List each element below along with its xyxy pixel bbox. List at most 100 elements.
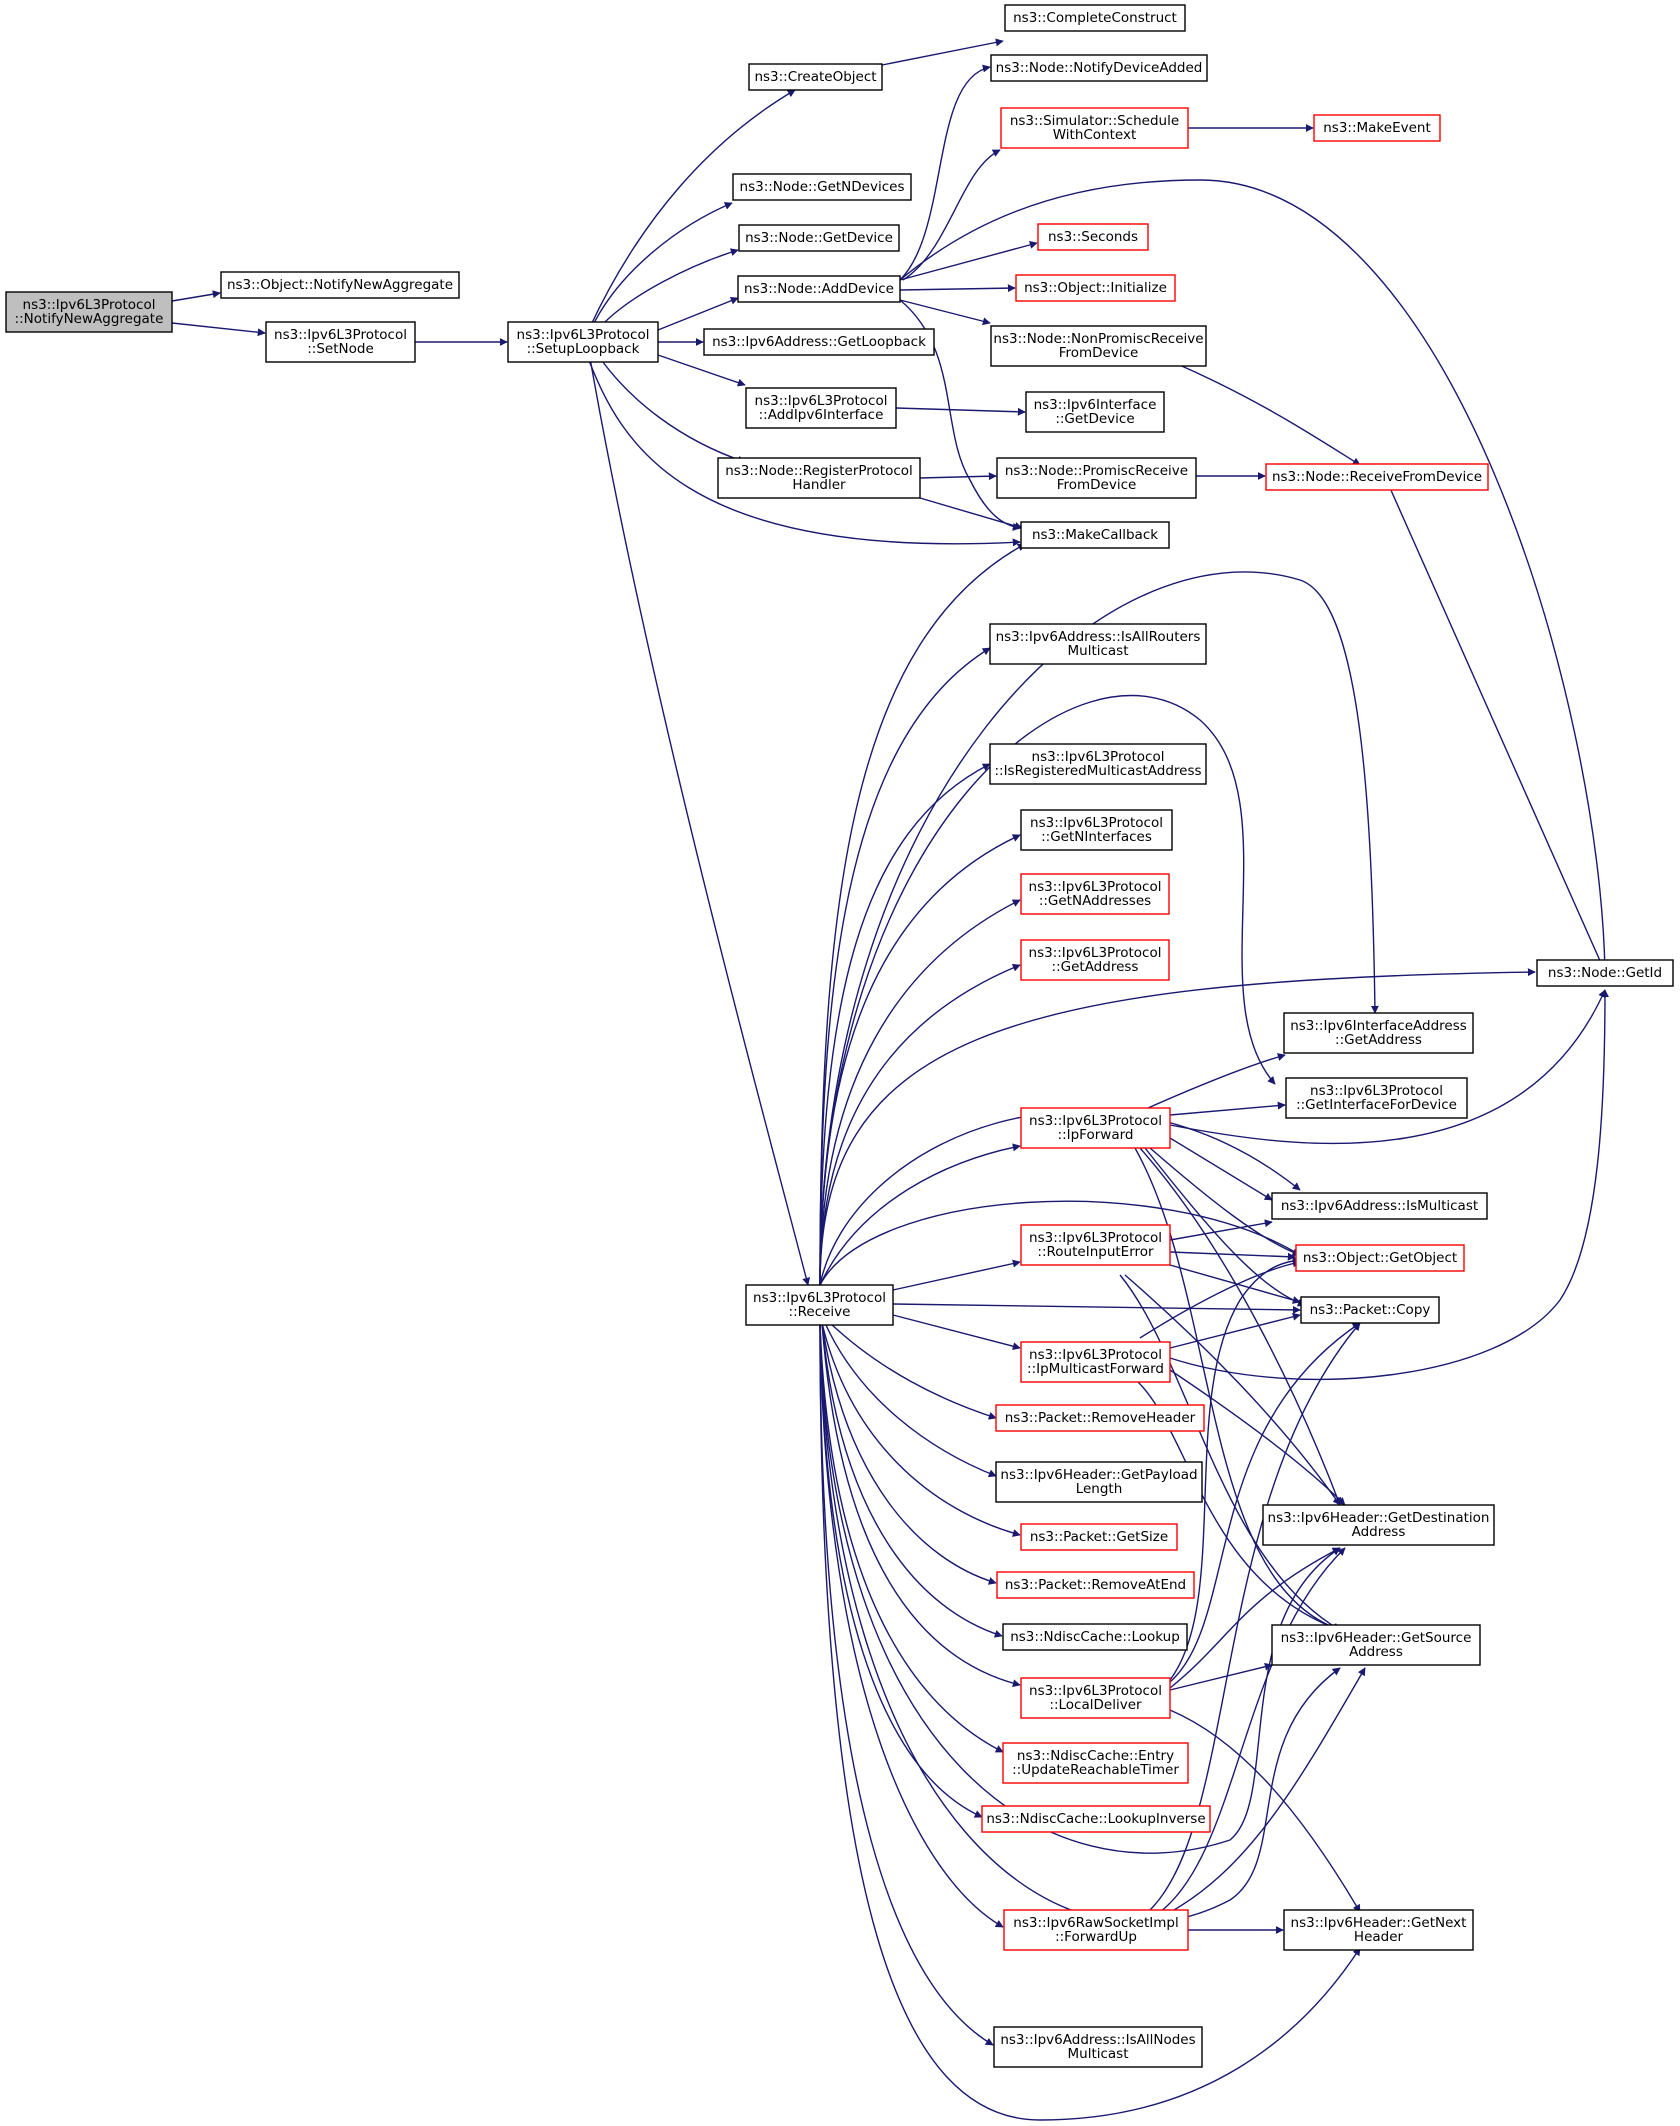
node-ipv6l3protocol-getaddress[interactable]: ns3::Ipv6L3Protocol::GetAddress xyxy=(1020,939,1170,981)
edge-ipforward-to-copy xyxy=(1144,1147,1306,1307)
edge-receive-to-getpayloadlength xyxy=(824,1322,997,1478)
node-ipv6l3protocol-setnode[interactable]: ns3::Ipv6L3Protocol::SetNode xyxy=(265,321,416,363)
edge-receive-to-ipmulticastforward xyxy=(892,1314,1021,1351)
node-ipv6interfaceaddress-getaddress[interactable]: ns3::Ipv6InterfaceAddress::GetAddress xyxy=(1283,1012,1474,1054)
edges xyxy=(171,38,1609,2121)
node-label-line: ::GetNAddresses xyxy=(1039,893,1151,909)
node-object-notifynewaggregate[interactable]: ns3::Object::NotifyNewAggregate xyxy=(220,271,460,299)
edge-receive-to-localdeliver xyxy=(821,1322,1021,1688)
node-ipv6l3protocol-setuploopback[interactable]: ns3::Ipv6L3Protocol::SetupLoopback xyxy=(507,321,659,363)
node-packet-getsize[interactable]: ns3::Packet::GetSize xyxy=(1020,1523,1178,1551)
node-ndisccache-lookup[interactable]: ns3::NdiscCache::Lookup xyxy=(1002,1623,1188,1651)
edge-receive-to-isallroutersmulticast xyxy=(819,647,991,1286)
edge-ipmulticastforward-to-getobject xyxy=(1139,1259,1301,1339)
edge-receive-to-removeatend xyxy=(821,1322,997,1585)
node-ipv6l3protocol-routeinputerror[interactable]: ns3::Ipv6L3Protocol::RouteInputError xyxy=(1020,1224,1171,1266)
node-label-line: ns3::Packet::Copy xyxy=(1310,1302,1431,1318)
node-ipv6rawsocketimpl-forwardup[interactable]: ns3::Ipv6RawSocketImpl::ForwardUp xyxy=(1003,1909,1189,1951)
node-ipv6l3protocol-addipv6interface[interactable]: ns3::Ipv6L3Protocol::AddIpv6Interface xyxy=(745,387,897,429)
node-ipv6l3protocol-ipmulticastforward[interactable]: ns3::Ipv6L3Protocol::IpMulticastForward xyxy=(1020,1341,1171,1383)
node-node-receivefromdevice[interactable]: ns3::Node::ReceiveFromDevice xyxy=(1265,463,1489,491)
node-label-line: WithContext xyxy=(1053,127,1137,143)
edge-forwardup-to-copy xyxy=(1149,1322,1361,1911)
node-label-line: ns3::Node::PromiscReceive xyxy=(1005,463,1188,479)
node-box xyxy=(1002,1742,1189,1784)
node-node-notifydeviceadded[interactable]: ns3::Node::NotifyDeviceAdded xyxy=(990,54,1208,82)
node-label-line: ns3::Object::Initialize xyxy=(1024,280,1167,296)
edge-receive-to-getsize xyxy=(821,1322,1021,1537)
node-box xyxy=(1271,1624,1481,1666)
edge-receive-to-getinterfacefordevice xyxy=(819,694,1276,1286)
node-ipv6l3protocol-isregisteredmulticastaddress[interactable]: ns3::Ipv6L3Protocol::IsRegisteredMultica… xyxy=(989,743,1207,785)
node-label-line: ::SetNode xyxy=(307,341,374,357)
node-ipv6l3protocol-notifynewaggregate[interactable]: ns3::Ipv6L3Protocol::NotifyNewAggregate xyxy=(5,291,173,333)
node-label-line: ns3::Ipv6L3Protocol xyxy=(1032,749,1165,765)
node-makeevent[interactable]: ns3::MakeEvent xyxy=(1313,114,1441,142)
node-box xyxy=(995,1461,1203,1503)
node-label-line: ns3::CompleteConstruct xyxy=(1013,10,1177,26)
node-ipv6l3protocol-getninterfaces[interactable]: ns3::Ipv6L3Protocol::GetNInterfaces xyxy=(1020,809,1173,851)
edge-setuploopback-to-receive xyxy=(589,357,811,1286)
node-createobject[interactable]: ns3::CreateObject xyxy=(748,63,883,91)
node-label-line: ns3::Ipv6L3Protocol xyxy=(1310,1083,1443,1099)
node-box xyxy=(1283,1012,1474,1054)
node-ndisccache-entry-updatereachabletimer[interactable]: ns3::NdiscCache::Entry::UpdateReachableT… xyxy=(1002,1742,1189,1784)
node-label-line: ::GetInterfaceForDevice xyxy=(1296,1097,1457,1113)
node-makecallback[interactable]: ns3::MakeCallback xyxy=(1020,521,1170,549)
node-packet-removeheader[interactable]: ns3::Packet::RemoveHeader xyxy=(995,1404,1205,1432)
node-packet-removeatend[interactable]: ns3::Packet::RemoveAtEnd xyxy=(996,1571,1195,1599)
edge-adddevice-to-seconds xyxy=(899,241,1038,281)
node-packet-copy[interactable]: ns3::Packet::Copy xyxy=(1300,1296,1440,1324)
node-completeconstruct[interactable]: ns3::CompleteConstruct xyxy=(1004,4,1186,32)
node-node-getndevices[interactable]: ns3::Node::GetNDevices xyxy=(732,173,912,201)
node-object-getobject[interactable]: ns3::Object::GetObject xyxy=(1295,1244,1465,1272)
node-seconds[interactable]: ns3::Seconds xyxy=(1037,223,1149,251)
node-ipv6l3protocol-getnaddresses[interactable]: ns3::Ipv6L3Protocol::GetNAddresses xyxy=(1020,873,1170,915)
edge-ipmulticastforward-to-copy xyxy=(1169,1312,1301,1349)
node-label-line: ns3::CreateObject xyxy=(754,69,876,85)
node-ipv6l3protocol-ipforward[interactable]: ns3::Ipv6L3Protocol::IpForward xyxy=(1020,1107,1171,1149)
node-box xyxy=(1003,1909,1189,1951)
node-label-line: ns3::Node::GetNDevices xyxy=(740,179,905,195)
node-box xyxy=(995,1404,1205,1432)
node-node-adddevice[interactable]: ns3::Node::AddDevice xyxy=(737,275,901,303)
node-ipv6l3protocol-localdeliver[interactable]: ns3::Ipv6L3Protocol::LocalDeliver xyxy=(1020,1677,1171,1719)
node-box xyxy=(1000,107,1189,149)
edge-nonpromisc-to-receivefromdevice xyxy=(1174,362,1361,466)
node-box xyxy=(989,743,1207,785)
node-label-line: ::GetDevice xyxy=(1055,411,1134,427)
node-label-line: Address xyxy=(1352,1524,1406,1540)
node-node-getdevice[interactable]: ns3::Node::GetDevice xyxy=(738,224,900,252)
node-box xyxy=(1002,1623,1188,1651)
node-ipv6address-getloopback[interactable]: ns3::Ipv6Address::GetLoopback xyxy=(703,328,935,356)
node-label-line: ns3::Ipv6Header::GetDestination xyxy=(1268,1510,1490,1526)
node-label-line: ns3::Ipv6Interface xyxy=(1034,397,1157,413)
edge-ipforward-to-ismulticast xyxy=(1169,1137,1273,1201)
node-ipv6l3protocol-receive[interactable]: ns3::Ipv6L3Protocol::Receive xyxy=(745,1284,894,1326)
node-ndisccache-lookupinverse[interactable]: ns3::NdiscCache::LookupInverse xyxy=(981,1805,1211,1833)
node-label-line: ns3::Ipv6L3Protocol xyxy=(1029,1113,1162,1129)
node-box xyxy=(1262,1504,1495,1546)
node-ipv6address-ismulticast[interactable]: ns3::Ipv6Address::IsMulticast xyxy=(1271,1192,1488,1220)
node-label-line: ns3::Ipv6L3Protocol xyxy=(1029,1230,1162,1246)
edge-receive-to-ipforward xyxy=(819,1143,1021,1286)
node-object-initialize[interactable]: ns3::Object::Initialize xyxy=(1015,274,1176,302)
node-label-line: Address xyxy=(1349,1644,1403,1660)
node-label-line: ns3::Object::NotifyNewAggregate xyxy=(227,277,453,293)
node-node-getid[interactable]: ns3::Node::GetId xyxy=(1536,959,1674,987)
edge-receive-to-isallnodesmulticast xyxy=(819,1322,994,2046)
node-ipv6l3protocol-getinterfacefordevice[interactable]: ns3::Ipv6L3Protocol::GetInterfaceForDevi… xyxy=(1285,1077,1468,1119)
edge-notifynewaggregate-to-object-notifynewaggregate xyxy=(171,290,221,302)
node-ipv6interface-getdevice[interactable]: ns3::Ipv6Interface::GetDevice xyxy=(1025,391,1165,433)
node-box xyxy=(717,457,921,499)
